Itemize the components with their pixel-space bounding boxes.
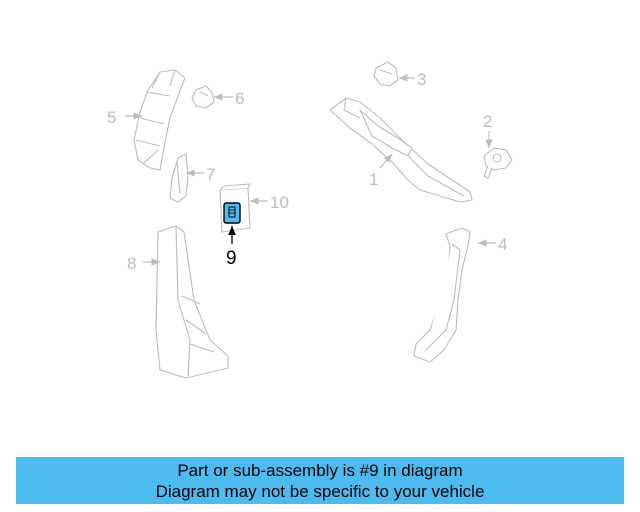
part-9-highlighted — [223, 202, 241, 224]
callout-3: 3 — [417, 70, 426, 89]
part-1-pillar-trim — [329, 97, 473, 203]
callout-1: 1 — [369, 170, 378, 189]
info-banner: Part or sub-assembly is #9 in diagram Di… — [16, 457, 624, 504]
banner-line-part: Part or sub-assembly is #9 in diagram — [177, 461, 463, 480]
part-3-clip — [373, 61, 399, 87]
callout-7: 7 — [206, 165, 215, 184]
part-5-pillar-trim — [133, 69, 186, 171]
part-8-pillar-trim — [155, 225, 229, 379]
banner-line-disclaimer: Diagram may not be specific to your vehi… — [155, 482, 485, 501]
leader-1 — [379, 153, 393, 169]
callout-5: 5 — [107, 108, 116, 127]
part-6-clip — [191, 85, 215, 109]
part-4-pillar-trim — [413, 227, 471, 363]
callout-2: 2 — [483, 112, 492, 131]
callout-9: 9 — [226, 248, 237, 269]
callout-4: 4 — [498, 235, 507, 254]
callout-10: 10 — [270, 193, 289, 212]
part-7-trim — [169, 153, 189, 203]
part-2-fastener — [483, 147, 513, 179]
callout-6: 6 — [235, 89, 244, 108]
callout-8: 8 — [127, 254, 136, 273]
